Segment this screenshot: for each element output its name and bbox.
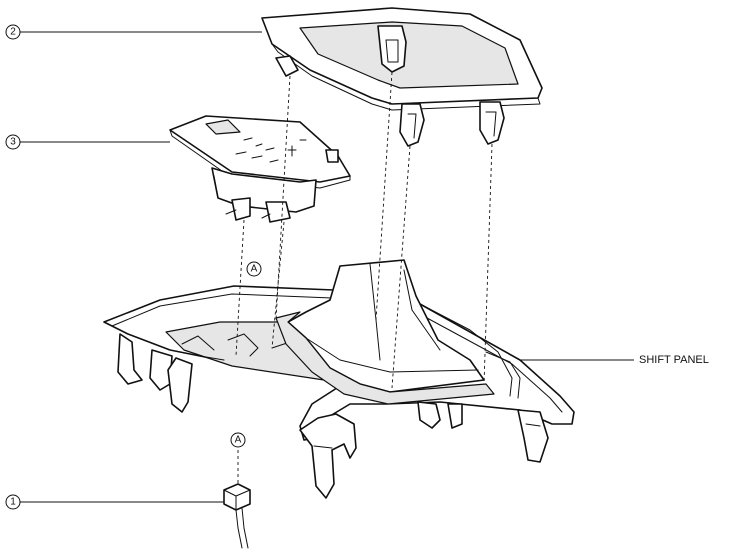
callout-2: 2: [5, 24, 21, 40]
callout-a-lower-text: A: [235, 435, 242, 446]
leader-lines: [20, 31, 634, 503]
part-1-connector: [223, 483, 251, 549]
shift-panel-console: [103, 259, 575, 499]
callout-a-upper: A: [246, 261, 262, 277]
callout-1-text: 1: [10, 497, 16, 508]
callout-a-upper-text: A: [251, 264, 258, 275]
part-2-upper-bezel: [261, 7, 543, 147]
shift-panel-label: SHIFT PANEL: [639, 354, 709, 366]
callout-1: 1: [5, 494, 21, 510]
callout-3: 3: [5, 134, 21, 150]
callout-2-text: 2: [10, 27, 16, 38]
callout-3-text: 3: [10, 137, 16, 148]
part-3-indicator-panel: [169, 115, 351, 223]
alignment-dashed-lines: [235, 71, 493, 486]
callout-a-lower: A: [230, 432, 246, 448]
